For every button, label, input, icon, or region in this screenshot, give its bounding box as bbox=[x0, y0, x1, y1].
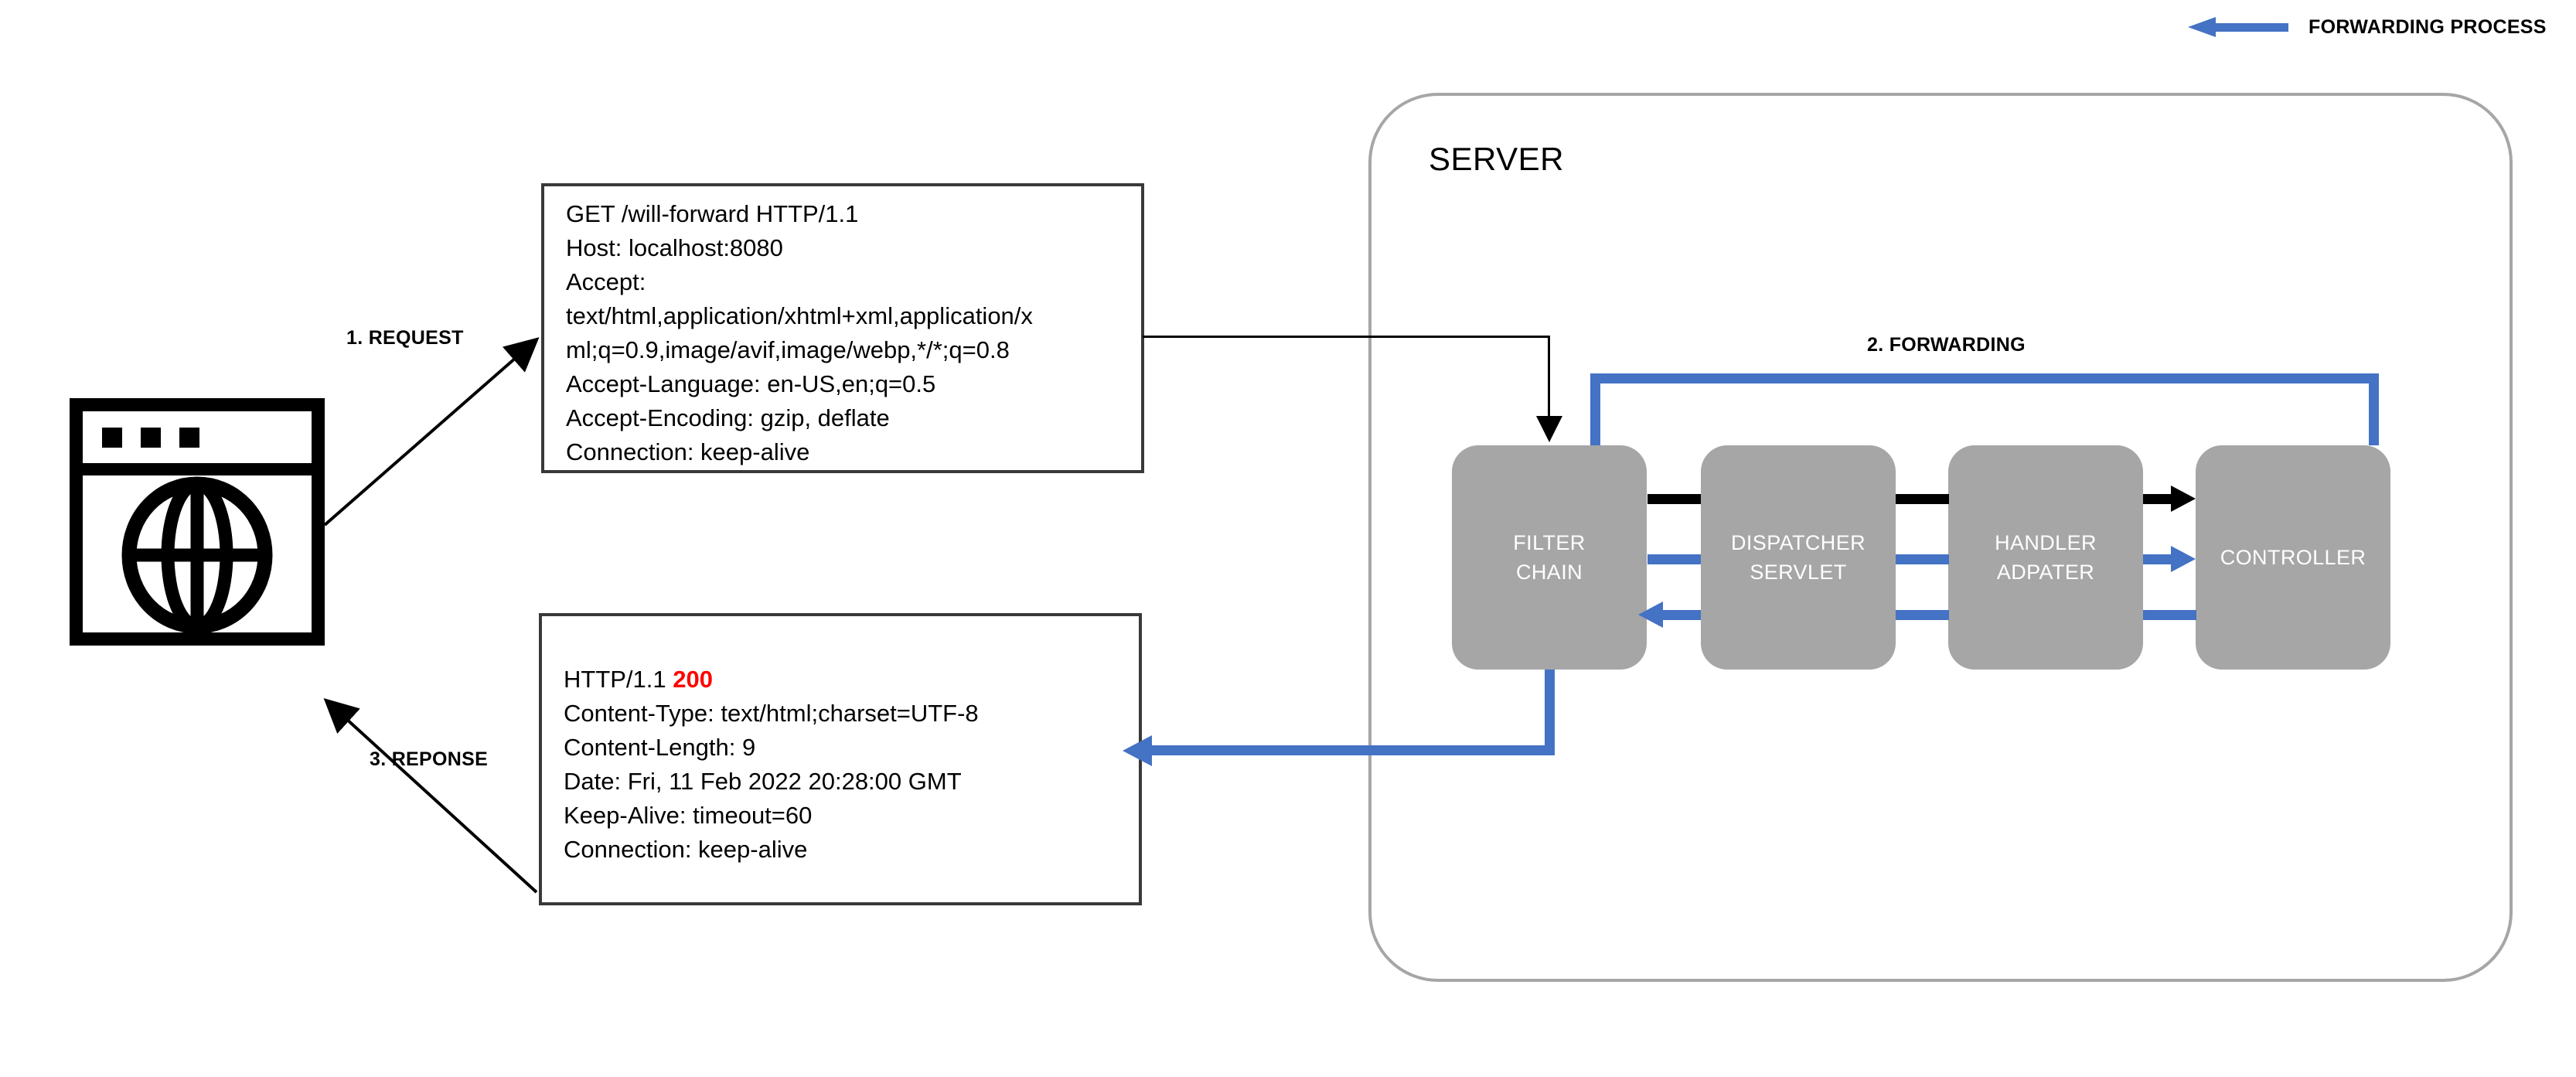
response-line: Content-Type: text/html;charset=UTF-8 bbox=[564, 700, 979, 727]
pipeline-box-label-line2: ADPATER bbox=[1996, 561, 2095, 584]
response-status-line: HTTP/1.1 200 bbox=[564, 663, 1126, 697]
request-line: Host: localhost:8080 bbox=[566, 234, 783, 261]
request-route-vertical bbox=[1548, 336, 1550, 417]
forwarding-loop-top bbox=[1590, 373, 2379, 383]
connector-blue-return-handler-dispatcher bbox=[1896, 610, 1949, 620]
response-line: Content-Length: 9 bbox=[564, 734, 756, 761]
request-line: text/html,application/xhtml+xml,applicat… bbox=[566, 302, 1033, 329]
connector-black-dispatcher-handler bbox=[1896, 494, 1949, 504]
response-line: Date: Fri, 11 Feb 2022 20:28:00 GMT bbox=[564, 768, 962, 795]
response-line: Keep-Alive: timeout=60 bbox=[564, 802, 813, 829]
pipeline-box-handler-adapter[interactable]: HANDLER ADPATER bbox=[1948, 445, 2143, 670]
arrow-head bbox=[2188, 17, 2216, 37]
forwarding-loop-right bbox=[2369, 373, 2379, 445]
response-route-arrowhead bbox=[1123, 735, 1152, 766]
connector-blue-filter-dispatcher bbox=[1647, 554, 1701, 564]
browser-globe-icon bbox=[70, 398, 325, 646]
connector-arrow-return-dispatcher-filter bbox=[1638, 602, 1663, 628]
pipeline-box-label-line2: CHAIN bbox=[1515, 561, 1583, 584]
pipeline-box-label-line1: FILTER bbox=[1513, 531, 1586, 554]
request-line: ml;q=0.9,image/avif,image/webp,*/*;q=0.8 bbox=[566, 336, 1010, 363]
response-route-vertical bbox=[1545, 665, 1555, 755]
request-route-arrowhead bbox=[1536, 416, 1562, 442]
forwarding-loop-left bbox=[1590, 373, 1600, 452]
step-label-response: 3. REPONSE bbox=[370, 748, 489, 770]
http-request-box: GET /will-forward HTTP/1.1 Host: localho… bbox=[541, 183, 1144, 473]
pipeline-box-label-line2: SERVLET bbox=[1750, 561, 1847, 584]
connector-blue-return-dispatcher-filter bbox=[1663, 610, 1701, 620]
server-label: SERVER bbox=[1429, 141, 1564, 177]
connector-black-filter-dispatcher bbox=[1647, 494, 1701, 504]
legend: FORWARDING PROCESS bbox=[2188, 8, 2559, 46]
request-line: Connection: keep-alive bbox=[566, 438, 810, 465]
pipeline-box-label-line1: HANDLER bbox=[1995, 531, 2097, 554]
request-line: Accept: bbox=[566, 268, 646, 295]
legend-label: FORWARDING PROCESS bbox=[2309, 15, 2547, 38]
connector-blue-dispatcher-handler bbox=[1896, 554, 1949, 564]
step-label-request: 1. REQUEST bbox=[346, 327, 464, 349]
left-arrow-icon bbox=[2188, 17, 2288, 37]
request-line: Accept-Language: en-US,en;q=0.5 bbox=[566, 370, 936, 397]
pipeline-box-controller[interactable]: CONTROLLER bbox=[2196, 445, 2390, 670]
response-status-prefix: HTTP/1.1 bbox=[564, 666, 673, 693]
http-response-box: HTTP/1.1 200 Content-Type: text/html;cha… bbox=[539, 613, 1142, 905]
pipeline-box-label-line1: CONTROLLER bbox=[2220, 546, 2366, 569]
response-line: Connection: keep-alive bbox=[564, 836, 808, 863]
arrow-shaft bbox=[2214, 23, 2288, 32]
response-lines: HTTP/1.1 200 Content-Type: text/html;cha… bbox=[564, 663, 1126, 867]
response-route-horizontal bbox=[1150, 745, 1555, 755]
connector-black-handler-controller bbox=[2143, 494, 2172, 504]
step-label-forwarding: 2. FORWARDING bbox=[1867, 334, 2026, 356]
request-line: Accept-Encoding: gzip, deflate bbox=[566, 404, 890, 431]
pipeline-box-label-line1: DISPATCHER bbox=[1730, 531, 1866, 554]
request-line: GET /will-forward HTTP/1.1 bbox=[566, 200, 859, 227]
request-lines: GET /will-forward HTTP/1.1 Host: localho… bbox=[566, 197, 1129, 469]
connector-arrow-blue-handler-controller bbox=[2171, 546, 2196, 572]
pipeline-box-filter-chain[interactable]: FILTER CHAIN bbox=[1452, 445, 1647, 670]
connector-blue-return-controller-handler bbox=[2143, 610, 2196, 620]
connector-blue-handler-controller bbox=[2143, 554, 2172, 564]
pipeline-box-dispatcher-servlet[interactable]: DISPATCHER SERVLET bbox=[1701, 445, 1896, 670]
request-route-horizontal bbox=[1143, 336, 1550, 338]
connector-arrow-handler-controller bbox=[2171, 486, 2196, 512]
status-badge: 200 bbox=[673, 666, 713, 693]
server-container bbox=[1368, 93, 2513, 982]
